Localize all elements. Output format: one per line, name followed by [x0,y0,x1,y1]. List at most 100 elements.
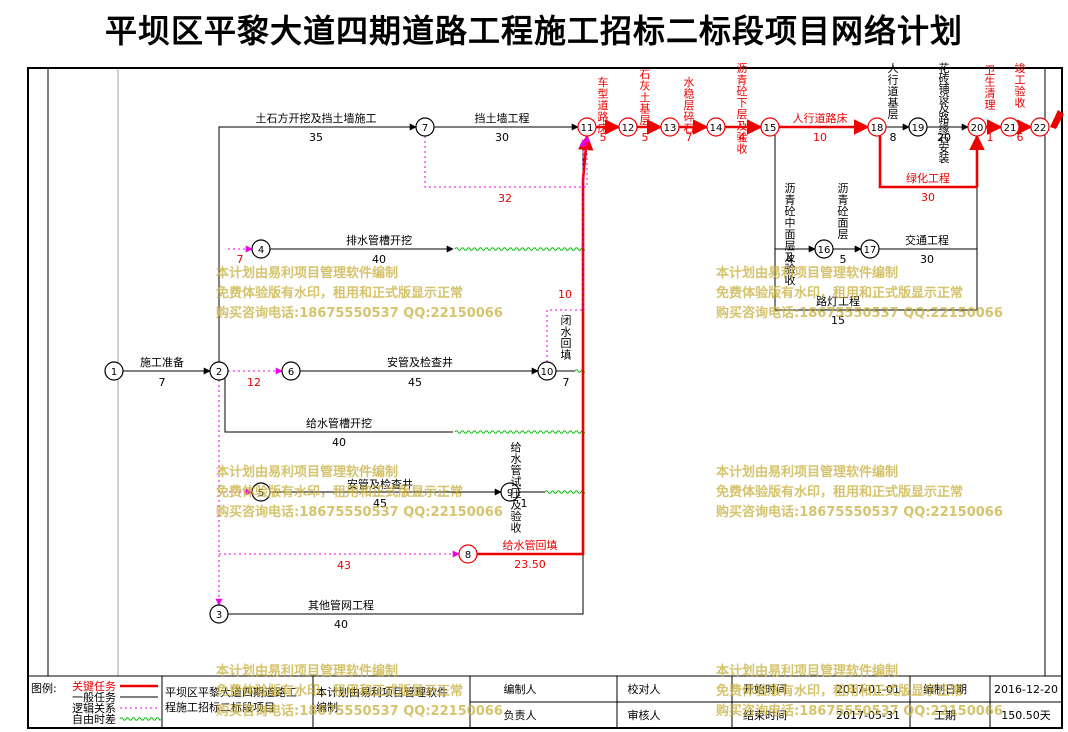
label-char: 青 [785,194,796,207]
label-char: 压 [511,487,522,500]
node-number: 15 [764,123,777,134]
activity-duration: 20 [937,131,951,144]
node-circle [660,117,680,137]
node-number: 22 [1034,123,1047,134]
node-number: 8 [465,550,471,561]
activity-name: 绿化工程 [906,171,950,185]
node-number: 6 [288,367,294,378]
event-node: 15 [760,117,780,137]
activity-duration: 45 [408,376,422,389]
label-char: 工 [1015,74,1026,87]
label-char: 层 [684,99,695,112]
label-char: 及 [511,499,522,512]
activity-duration: 35 [309,131,323,144]
event-node: 7 [415,117,435,137]
label-char: 面 [838,217,849,230]
label-char: 沥 [838,182,849,195]
diagram-title: 平坝区平黎大道四期道路工程施工招标二标段项目网络计划 [104,12,963,50]
activity-name: 给水管回填 [503,538,558,552]
node-number: 14 [710,123,723,134]
label-char: 面 [785,228,796,241]
node-circle [867,117,887,137]
event-node: 17 [860,239,880,259]
activity-name: 安管及检查井 [387,355,453,369]
activity-duration: 5 [642,131,649,144]
software-note: 编制 [316,700,338,714]
activity-duration: 45 [373,497,387,510]
label-char: 及 [939,102,950,115]
node-circle [760,117,780,137]
node-circle [860,239,880,259]
label-char: 铺 [939,82,950,95]
label-char: 设 [939,92,950,105]
node-circle [537,361,557,381]
label-char: 理 [985,99,996,112]
label-char: 青 [737,74,748,87]
label-char: 灰 [640,79,651,93]
event-node: 22 [1030,117,1050,137]
activity-duration: 23.50 [514,558,546,571]
label-char: 砼 [838,205,849,218]
label-char: 砖 [939,71,950,85]
diagram-frame [27,67,1063,729]
software-note: 本计划由易利项目管理软件 [316,685,448,699]
label-char: 收 [785,273,796,287]
free-float-line [454,430,586,434]
event-node: 18 [867,117,887,137]
label-char: 基 [888,97,899,110]
activity-name: 交通工程 [905,233,949,247]
footer-value: 2016-12-20 [994,683,1058,696]
activity-arrow [774,249,978,311]
label-char: 道 [598,98,609,112]
label-char: 稳 [684,87,695,101]
node-circle [577,117,597,137]
label-char: 石 [684,122,695,135]
label-char: 闭 [561,314,572,327]
label-char: 卫 [985,64,996,77]
activity-duration: 5 [600,131,607,144]
label-char: 缘 [939,122,950,135]
node-circle [814,239,834,259]
node-number: 3 [216,610,222,621]
label-char: 层 [838,228,849,241]
node-circle [706,117,726,137]
footer-value: 2017-05-31 [836,709,900,722]
node-circle [1030,117,1050,137]
activity-name: 人行道路床 [793,111,848,125]
node-number: 11 [581,123,594,134]
logic-arrow [546,139,587,362]
event-node: 1 [104,361,124,381]
node-number: 10 [541,367,554,378]
activity-name: 给水管槽开挖 [306,416,372,430]
event-node: 20 [967,117,987,137]
activity-duration: 40 [332,436,346,449]
free-float-line [454,247,586,251]
label-char: 路 [939,112,950,125]
label-char: 收 [511,521,522,535]
footer-value: 2017-01-01 [836,683,900,696]
label-char: 道 [888,84,899,98]
label-char: 装 [939,152,950,165]
event-node: 6 [281,361,301,381]
label-char: 型 [598,87,609,101]
activity-duration: 4 [739,131,746,144]
label-char: 碎 [684,110,695,124]
activity-name: 排水管槽开挖 [346,233,412,247]
node-number: 5 [258,488,264,499]
node-number: 1 [111,367,117,378]
footer-label: 工期 [934,709,956,722]
logic-label: 10 [558,288,572,301]
activity-duration: 40 [334,618,348,631]
logic-label: 32 [498,192,512,205]
logic-label: 7 [237,253,244,266]
label-char: 安 [939,141,950,155]
label-char: 行 [888,74,899,87]
